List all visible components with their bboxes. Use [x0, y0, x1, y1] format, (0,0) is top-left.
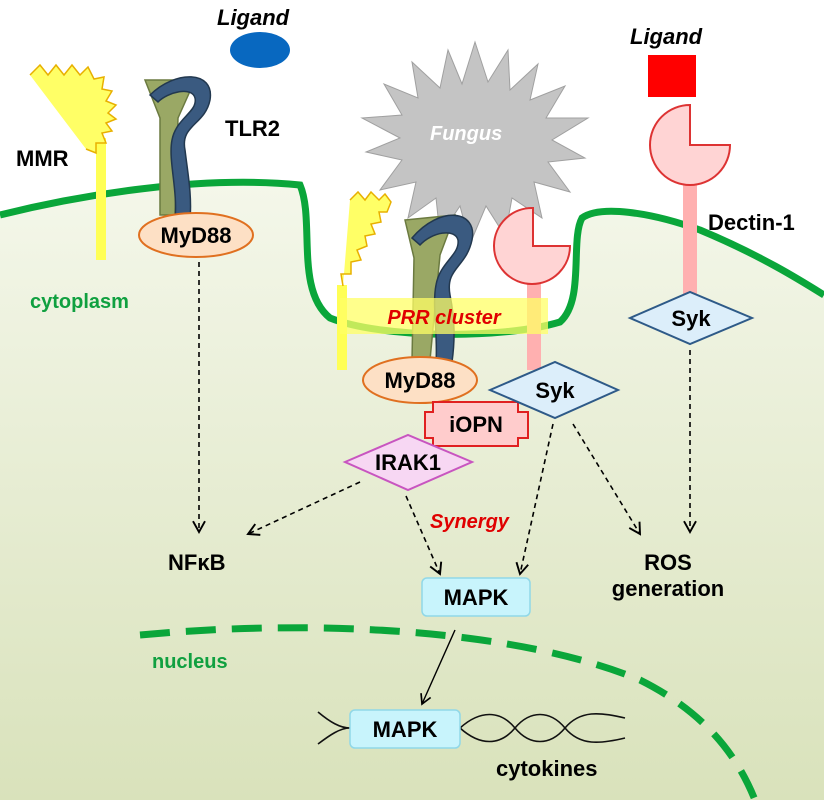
prr-cluster-label: PRR cluster [387, 307, 502, 329]
ros-label-line2: generation [612, 576, 724, 601]
nucleus-label: nucleus [152, 651, 228, 673]
mmr-receptor [29, 63, 118, 260]
fungus-label: Fungus [430, 123, 502, 145]
dectin1-receptor [649, 103, 732, 305]
prr-cluster-band [340, 298, 548, 334]
myd88-left-oval [138, 212, 254, 258]
myd88-cluster-oval [362, 356, 478, 404]
myd88-cluster-label: MyD88 [385, 368, 456, 393]
arrow-syk-to-mapk [515, 423, 554, 576]
mmr-label: MMR [16, 146, 69, 171]
arrow-syk-to-ros [572, 423, 642, 536]
arrows [192, 262, 697, 706]
irak1-label: IRAK1 [375, 450, 441, 475]
ligand-right-label: Ligand [630, 24, 703, 49]
ligand-oval [230, 32, 290, 68]
dectin1-label: Dectin-1 [708, 210, 795, 235]
cytoplasm-label: cytoplasm [30, 291, 129, 313]
syk-cluster-label: Syk [535, 378, 575, 403]
mapk-cyto-label: MAPK [444, 585, 509, 610]
synergy-label: Synergy [430, 511, 510, 533]
irak1-diamond [342, 433, 475, 492]
ligand-square [648, 55, 696, 97]
syk-cluster-diamond [487, 360, 621, 420]
mapk-nuc-box [349, 709, 461, 749]
cytokines-label: cytokines [496, 756, 598, 781]
arrow-irak1-to-nfkb [246, 481, 361, 536]
mapk-nuc-label: MAPK [373, 717, 438, 742]
cytoplasm-region [0, 182, 824, 800]
nfkb-label: NFκB [168, 550, 225, 575]
ligand-left-label: Ligand [217, 5, 290, 30]
syk-right-label: Syk [671, 306, 711, 331]
arrow-mapk-to-nucleus [420, 629, 456, 706]
myd88-left-label: MyD88 [161, 223, 232, 248]
iopn-label: iOPN [449, 412, 503, 437]
syk-right-diamond [627, 290, 755, 346]
mapk-cyto-box [421, 577, 531, 617]
nuclear-envelope [139, 624, 759, 800]
iopn-box [424, 401, 529, 447]
ros-label-line1: ROS [644, 550, 692, 575]
cluster-dectin1 [493, 206, 572, 370]
tlr2-label: TLR2 [225, 116, 280, 141]
